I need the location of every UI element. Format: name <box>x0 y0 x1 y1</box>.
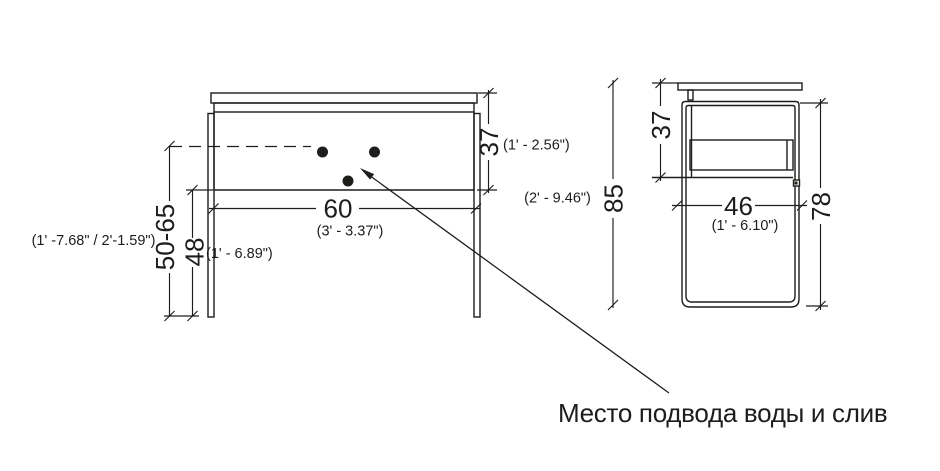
water-annotation-label: Место подвода воды и слив <box>558 398 887 428</box>
side-body-outer <box>681 100 800 308</box>
dim-width-value: 60 <box>324 194 353 224</box>
dim-total-height-imperial: (2' - 9.46") <box>524 191 591 207</box>
dim-countertop-height <box>477 87 497 196</box>
dimension-lines <box>164 77 828 322</box>
dim-width <box>208 203 482 214</box>
hole-right <box>369 146 380 158</box>
dim-top-section-value: 37 <box>646 111 676 140</box>
countertop-edge-front <box>213 102 475 113</box>
mounting-holes <box>317 146 380 187</box>
dim-clearance-height <box>164 184 213 322</box>
dim-countertop-height-value: 37 <box>474 128 504 157</box>
dim-depth-imperial: (1' - 6.10") <box>712 218 779 234</box>
hole-bottom <box>342 175 354 187</box>
dim-body-height-value: 78 <box>806 192 836 221</box>
left-leg <box>207 112 215 318</box>
dim-supply-range-imperial: (1' -7.68" / 2'-1.59") <box>32 233 156 249</box>
right-leg <box>473 112 481 318</box>
dim-depth <box>671 200 808 211</box>
drawer-rail <box>689 139 794 171</box>
dim-body-height <box>800 97 828 312</box>
dim-width-imperial: (3' - 3.37") <box>317 224 384 240</box>
side-body-inner <box>685 104 796 303</box>
side-view <box>652 82 803 308</box>
dim-top-section-height <box>652 77 678 183</box>
annotation-arrowhead <box>360 168 375 180</box>
annotation-arrow-line <box>370 175 670 394</box>
cam-fitting-pin <box>794 181 798 185</box>
dim-total-height <box>607 77 619 311</box>
countertop-front <box>210 92 478 104</box>
countertop-side <box>677 82 803 91</box>
hole-left <box>317 146 328 158</box>
dim-clearance-value: 48 <box>180 238 210 267</box>
dim-supply-range-value: 50-65 <box>150 204 180 271</box>
dim-clearance-imperial: (1' - 6.89") <box>206 246 273 262</box>
water-annotation: Место подвода воды и слив <box>360 168 888 428</box>
dim-depth-value: 46 <box>724 191 753 221</box>
countertop-bracket <box>687 89 694 101</box>
dim-countertop-height-imperial: (1' - 2.56") <box>503 138 570 154</box>
dim-total-height-value: 85 <box>599 184 629 213</box>
front-view <box>207 92 481 318</box>
